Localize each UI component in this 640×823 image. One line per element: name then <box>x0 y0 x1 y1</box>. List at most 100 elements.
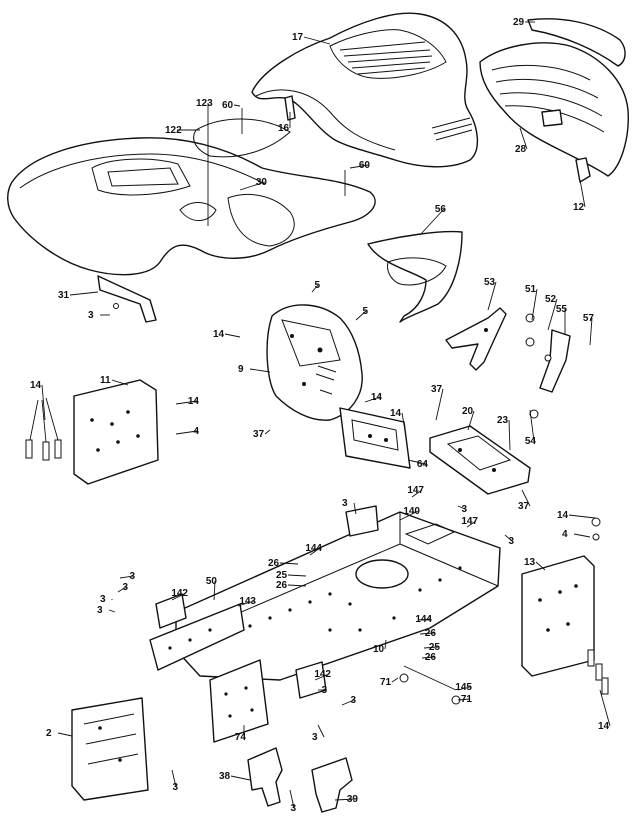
leader-line <box>69 291 99 296</box>
callout-number: 26 <box>276 580 288 591</box>
leader-line <box>287 574 307 577</box>
leader-line <box>349 164 369 169</box>
callout-number: 143 <box>239 596 256 607</box>
leader-line <box>264 429 271 435</box>
callout-c3b: 3 <box>342 498 357 515</box>
rod-part <box>399 665 461 705</box>
callout-c3g: 3 <box>100 594 113 605</box>
callout-c5a: 5 <box>311 280 320 293</box>
leader-line <box>508 419 511 451</box>
callout-c144b: 144 <box>415 614 432 625</box>
leader-line <box>111 379 129 386</box>
callout-c60b: 60 <box>349 160 370 171</box>
leader-line <box>175 400 198 405</box>
leader-line <box>589 317 593 346</box>
leader-line <box>364 396 381 403</box>
callout-number: 26 <box>425 652 437 663</box>
callout-number: 14 <box>188 396 200 407</box>
console-part <box>266 304 363 421</box>
callout-number: 57 <box>583 313 595 324</box>
callout-c3i: 3 <box>318 685 327 696</box>
callout-number: 71 <box>461 694 473 705</box>
callout-number: 12 <box>573 202 585 213</box>
callout-c147a: 147 <box>407 485 424 498</box>
callout-number: 10 <box>373 644 385 655</box>
callout-number: 140 <box>403 506 420 517</box>
callout-number: 142 <box>314 669 331 680</box>
bracket-39-part <box>311 757 353 813</box>
callout-number: 3 <box>342 498 348 509</box>
callout-c13: 13 <box>524 557 546 571</box>
lower-rail-part <box>209 659 269 743</box>
leader-line <box>504 534 513 542</box>
leader-line <box>419 632 435 635</box>
leader-line <box>457 686 471 691</box>
callout-c23: 23 <box>497 415 511 451</box>
callout-number: 2 <box>46 728 52 739</box>
callout-c145: 145 <box>455 682 472 693</box>
plate-20-part <box>429 425 531 495</box>
callout-c2: 2 <box>46 728 73 739</box>
leader-line <box>421 656 435 659</box>
callout-c29: 29 <box>513 17 535 28</box>
callout-c37b: 37 <box>253 429 271 440</box>
callout-number: 3 <box>461 504 467 515</box>
callout-c147b: 147 <box>461 516 478 528</box>
callout-number: 37 <box>431 384 443 395</box>
callout-number: 11 <box>100 375 111 386</box>
leader-line <box>466 520 477 528</box>
callout-number: 147 <box>407 485 424 496</box>
callout-number: 29 <box>513 17 525 28</box>
bracket-12-part <box>575 157 591 183</box>
plate-2-part <box>71 697 149 801</box>
callout-number: 64 <box>417 459 429 470</box>
leader-line <box>108 609 116 613</box>
bracket-53-part <box>445 307 507 371</box>
callout-number: 122 <box>165 125 182 136</box>
callout-number: 25 <box>429 642 441 653</box>
callout-c60a: 60 <box>222 100 241 111</box>
callout-c39: 39 <box>334 794 359 805</box>
leader-line <box>355 310 367 321</box>
side-panel-11-part <box>73 379 159 485</box>
leader-line <box>423 646 439 649</box>
callout-c50: 50 <box>206 576 217 601</box>
callout-number: 4 <box>562 529 568 540</box>
leader-line <box>579 179 586 208</box>
callout-c25a: 25 <box>276 570 307 581</box>
leader-line <box>309 547 321 556</box>
callout-number: 3 <box>97 605 103 616</box>
leader-line <box>237 600 255 607</box>
callout-c31: 31 <box>58 290 99 301</box>
callout-c26d: 26 <box>421 652 437 663</box>
leader-line <box>599 689 611 727</box>
callout-c12: 12 <box>573 179 586 213</box>
leader-line <box>171 592 187 601</box>
grille-part <box>479 42 629 177</box>
callout-c140: 140 <box>399 506 420 521</box>
callout-number: 56 <box>435 204 447 215</box>
leader-line <box>531 288 538 321</box>
callout-c11: 11 <box>100 375 129 386</box>
callout-c25b: 25 <box>423 642 441 653</box>
leader-line <box>417 618 431 621</box>
callout-c64: 64 <box>407 459 429 470</box>
left-rail-part <box>149 603 245 671</box>
callout-c14a: 14 <box>213 329 241 340</box>
callout-number: 71 <box>380 677 392 688</box>
callout-number: 39 <box>347 794 359 805</box>
leader-line <box>384 639 387 650</box>
callout-number: 147 <box>461 516 478 527</box>
callout-number: 3 <box>312 732 318 743</box>
leader-line <box>535 561 546 571</box>
hood-part <box>251 12 478 168</box>
fender-part <box>7 108 376 276</box>
callout-c142a: 142 <box>171 588 188 601</box>
callout-number: 123 <box>196 98 213 109</box>
callout-number: 3 <box>290 803 296 814</box>
callout-number: 26 <box>425 628 437 639</box>
leader-line <box>547 298 558 331</box>
leader-line <box>435 388 444 421</box>
